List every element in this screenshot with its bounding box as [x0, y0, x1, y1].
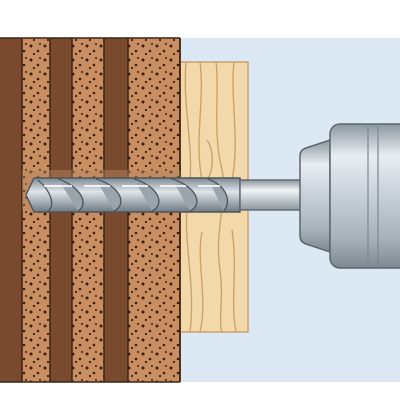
drill-chuck: [299, 123, 400, 269]
drill-bit: [25, 177, 241, 213]
top-white-band: [0, 0, 400, 38]
bottom-white-band: [0, 382, 400, 400]
drill-shank: [239, 179, 305, 211]
